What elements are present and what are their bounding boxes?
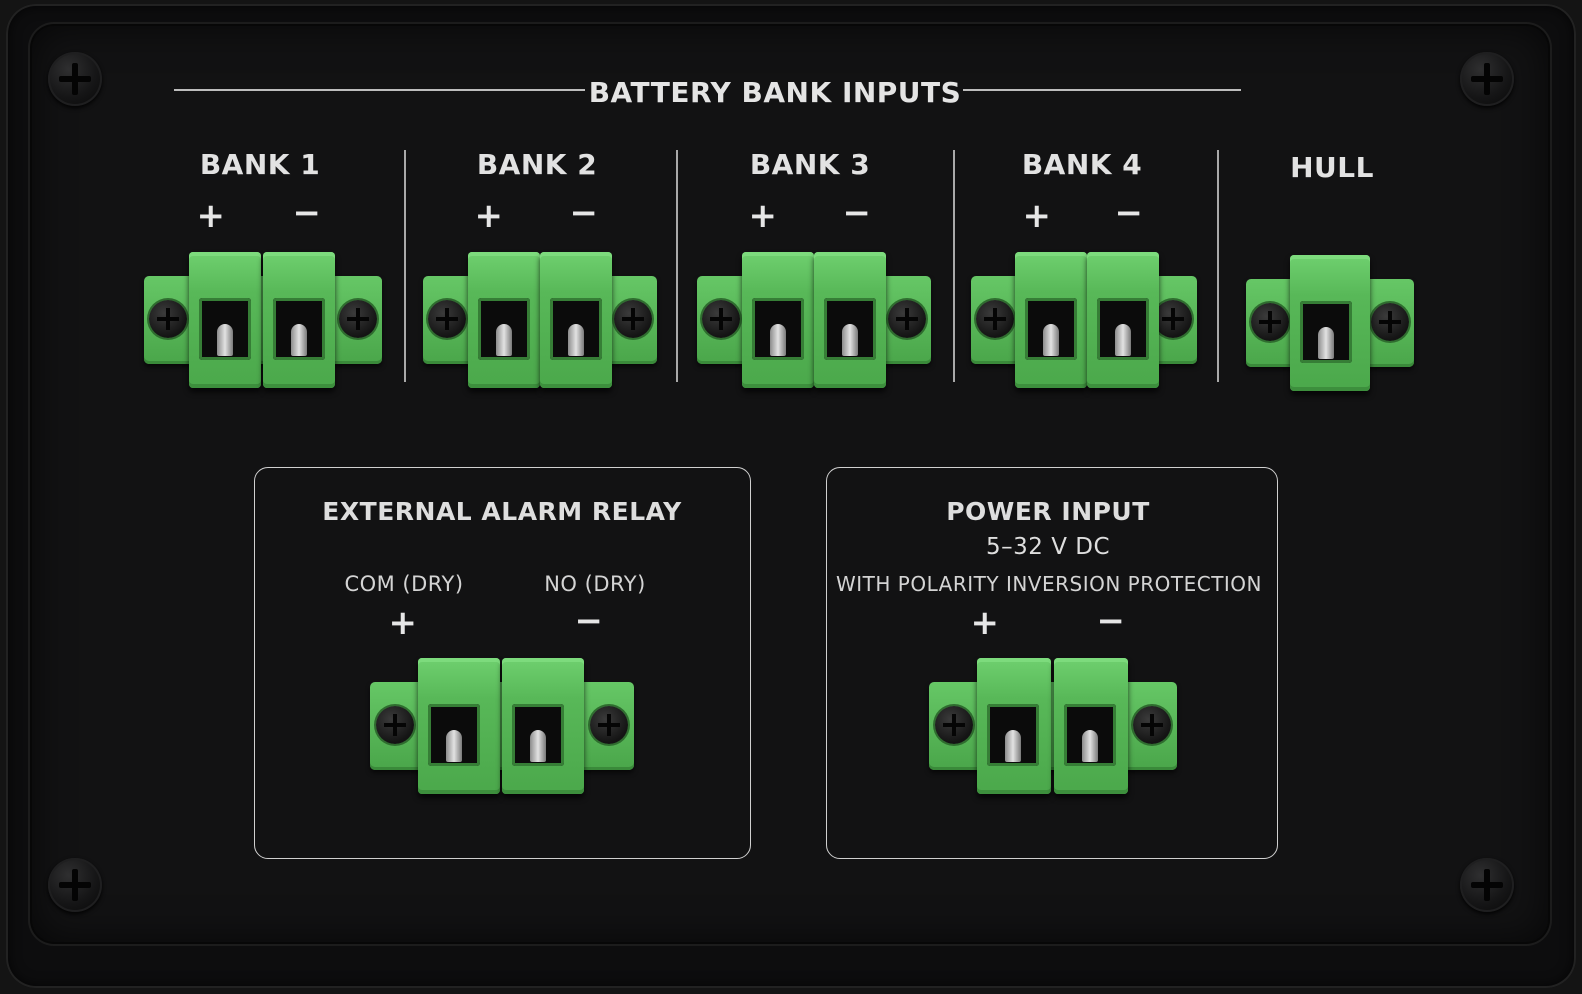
hull-terminal[interactable] [1290,255,1370,391]
alarm-plus-label: + [388,603,418,643]
bank-divider [1217,150,1219,382]
power-plus-terminal[interactable] [977,658,1051,794]
bank-divider [953,150,955,382]
mount-screw-icon [702,300,740,338]
power-minus-terminal[interactable] [1054,658,1128,794]
bank-1-plus-terminal[interactable] [189,252,261,388]
power-input-terminal-block[interactable] [929,658,1177,794]
mount-screw-icon [1133,706,1171,744]
bank-4-minus-terminal[interactable] [1087,252,1159,388]
alarm-no-terminal[interactable] [502,658,584,794]
header-rule-right [963,89,1241,91]
bank-3-terminal-block[interactable] [697,252,931,388]
bank-1-minus-label: − [292,193,322,233]
bank-3-label: BANK 3 [749,148,871,181]
corner-screw-top-right [1460,52,1514,106]
alarm-com-terminal[interactable] [418,658,500,794]
mount-screw-icon [976,300,1014,338]
mount-screw-icon [428,300,466,338]
alarm-relay-title: EXTERNAL ALARM RELAY [322,497,682,526]
mount-screw-icon [935,706,973,744]
power-protection-note: WITH POLARITY INVERSION PROTECTION [835,572,1263,596]
bank-2-plus-terminal[interactable] [468,252,540,388]
bank-3-plus-terminal[interactable] [742,252,814,388]
mount-screw-icon [614,300,652,338]
power-input-box [826,467,1278,859]
bank-2-label: BANK 2 [476,148,598,181]
corner-screw-bottom-right [1460,858,1514,912]
header-rule-left [174,89,585,91]
corner-screw-top-left [48,52,102,106]
hull-terminal-block[interactable] [1246,255,1414,391]
alarm-com-label: COM (DRY) [344,572,464,596]
bank-1-terminal-block[interactable] [144,252,382,388]
mount-screw-icon [149,300,187,338]
bank-4-terminal-block[interactable] [971,252,1197,388]
mount-screw-icon [590,706,628,744]
bank-divider [676,150,678,382]
bank-2-terminal-block[interactable] [423,252,657,388]
mount-screw-icon [888,300,926,338]
bank-4-label: BANK 4 [1021,148,1143,181]
bank-3-plus-label: + [748,196,778,236]
power-plus-label: + [970,603,1000,643]
alarm-relay-box [254,467,751,859]
rear-panel [32,26,1548,942]
alarm-relay-terminal-block[interactable] [370,658,634,794]
bank-1-minus-terminal[interactable] [263,252,335,388]
mount-screw-icon [1251,303,1289,341]
bank-divider [404,150,406,382]
power-input-title: POWER INPUT [946,497,1150,526]
bank-4-plus-label: + [1022,196,1052,236]
bank-2-plus-label: + [474,196,504,236]
bank-1-label: BANK 1 [199,148,321,181]
bank-4-plus-terminal[interactable] [1015,252,1087,388]
mount-screw-icon [339,300,377,338]
bank-3-minus-terminal[interactable] [814,252,886,388]
mount-screw-icon [1371,303,1409,341]
power-minus-label: − [1096,601,1126,641]
power-voltage-label: 5–32 V DC [985,534,1111,560]
bank-1-plus-label: + [196,196,226,236]
bank-2-minus-label: − [569,193,599,233]
mount-screw-icon [1154,300,1192,338]
bank-3-minus-label: − [842,193,872,233]
mount-screw-icon [376,706,414,744]
bank-4-minus-label: − [1114,193,1144,233]
alarm-minus-label: − [574,601,604,641]
corner-screw-bottom-left [48,858,102,912]
bank-2-minus-terminal[interactable] [540,252,612,388]
hull-label: HULL [1290,151,1374,184]
alarm-no-label: NO (DRY) [544,572,646,596]
section-title: BATTERY BANK INPUTS [588,76,962,109]
